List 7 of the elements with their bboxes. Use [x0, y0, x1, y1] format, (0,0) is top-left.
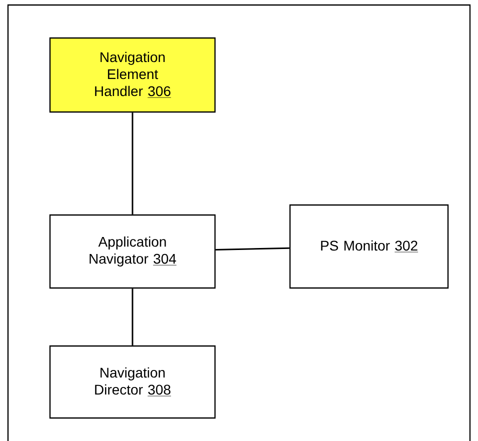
process-box: Navigation Element Handler 306	[49, 37, 216, 113]
process-box: PS Monitor 302	[289, 204, 449, 289]
connector-line	[132, 112, 134, 214]
connector-line	[216, 247, 290, 250]
connector-line	[132, 288, 134, 346]
process-box: Application Navigator 304	[49, 214, 216, 289]
process-box: Navigation Director 308	[49, 345, 216, 419]
